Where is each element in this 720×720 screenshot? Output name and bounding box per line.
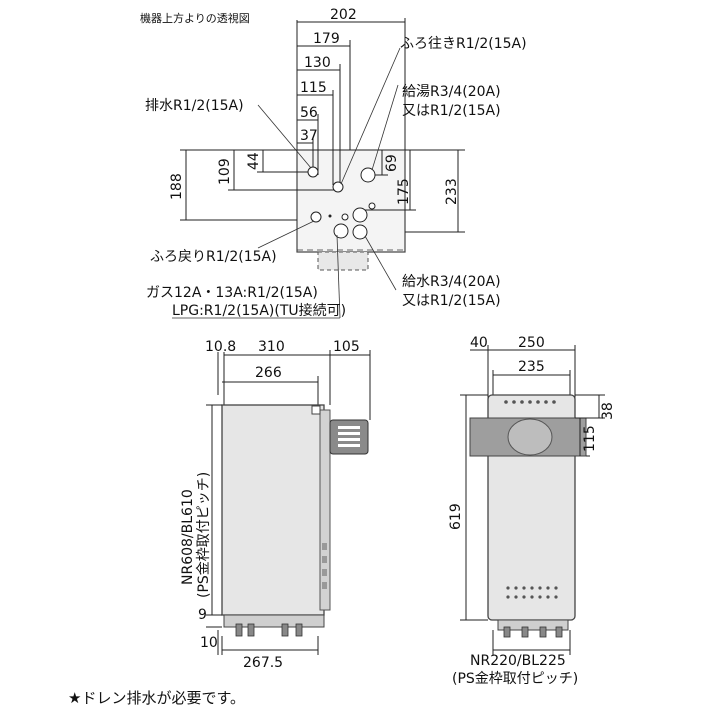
hot-water-label-1: 給湯R3/4(20A) — [402, 83, 501, 100]
top-view-caption: 機器上方よりの透視図 — [140, 11, 250, 25]
dim-130: 130 — [304, 55, 331, 71]
dim-266: 266 — [255, 365, 282, 381]
side-view-vents — [322, 543, 327, 589]
drain-port-marker — [307, 166, 319, 178]
dim-38: 38 — [600, 402, 616, 420]
front-fitting-3 — [539, 626, 547, 638]
front-pitch-sub: (PS金枠取付ピッチ) — [452, 671, 578, 687]
front-exhaust-cap — [507, 418, 553, 456]
side-view-front-panel — [319, 409, 331, 611]
bath-return-port-marker — [310, 211, 322, 223]
top-bracket — [311, 405, 321, 415]
dim-115: 115 — [582, 425, 598, 452]
center-mark — [341, 213, 349, 221]
top-view-vertical-dims-left: 188 109 44 — [169, 149, 335, 221]
dim-105: 105 — [333, 339, 360, 355]
footnote: ★ドレン排水が必要です。 — [68, 689, 245, 707]
side-pitch-label: NR608/BL610 — [180, 489, 196, 585]
gas-port-marker — [333, 223, 349, 239]
dim-10-8: 10.8 — [205, 339, 236, 355]
dim-188: 188 — [169, 173, 185, 200]
bath-out-label: ふろ往きR1/2(15A) — [400, 36, 527, 52]
dim-109: 109 — [217, 158, 233, 185]
dim-179: 179 — [313, 31, 340, 47]
front-fitting-1 — [503, 626, 511, 638]
dim-267-5: 267.5 — [243, 655, 283, 671]
top-view-leaders — [257, 47, 401, 319]
exhaust-hood — [329, 419, 369, 455]
dim-9: 9 — [198, 607, 207, 623]
front-bottom-fittings — [497, 619, 569, 631]
top-view-ports — [307, 166, 376, 240]
front-view: 40 250 235 — [448, 335, 616, 687]
front-pitch-label: NR220/BL225 — [470, 653, 566, 669]
front-top-vent-holes — [504, 400, 556, 404]
dim-44: 44 — [246, 152, 262, 170]
top-view-vertical-dims-right: 69 175 233 — [365, 149, 465, 233]
dim-10: 10 — [200, 635, 218, 651]
dim-115: 115 — [300, 80, 327, 96]
dim-202: 202 — [330, 7, 357, 23]
dim-233: 233 — [444, 178, 460, 205]
front-fitting-4 — [555, 626, 563, 638]
dim-56: 56 — [300, 105, 318, 121]
side-fitting-3 — [281, 623, 289, 637]
gas-label-2: LPG:R1/2(15A)(TU接続可) — [172, 302, 346, 319]
side-fitting-4 — [295, 623, 303, 637]
dim-619: 619 — [448, 503, 464, 530]
dim-37: 37 — [300, 128, 318, 144]
front-fitting-2 — [521, 626, 529, 638]
cold-water-port-marker — [352, 207, 368, 223]
hot-water-port-marker — [360, 167, 376, 183]
cold-water-label-1: 給水R3/4(20A) — [402, 274, 501, 290]
side-pitch-sub: (PS金枠取付ピッチ) — [196, 472, 212, 598]
drain-label: 排水R1/2(15A) — [145, 98, 244, 114]
side-fitting-1 — [235, 623, 243, 637]
bath-return-label: ふろ戻りR1/2(15A) — [150, 249, 277, 265]
small-port-marker — [368, 202, 376, 210]
dim-235: 235 — [518, 359, 545, 375]
exhaust-grille — [338, 426, 360, 447]
bath-out-port-marker — [332, 181, 344, 193]
datum-dot — [328, 214, 332, 218]
gas-label-1: ガス12A・13A:R1/2(15A) — [146, 285, 318, 301]
top-view-unit-bottom — [317, 251, 369, 271]
cold-water-label-2: 又はR1/2(15A) — [402, 293, 501, 309]
side-fitting-2 — [247, 623, 255, 637]
top-view-horizontal-dims: 202 179 130 115 56 37 — [296, 7, 406, 185]
dim-310: 310 — [258, 339, 285, 355]
cold-water-port-ring — [352, 224, 368, 240]
side-view-body — [221, 404, 325, 616]
dim-69: 69 — [384, 154, 400, 172]
dim-175: 175 — [396, 178, 412, 205]
front-bottom-vent-holes — [506, 586, 558, 599]
top-view: 機器上方よりの透視図 202 179 130 115 56 37 — [140, 7, 527, 319]
dim-40: 40 — [470, 335, 488, 351]
dim-250: 250 — [518, 335, 545, 351]
side-view: 10.8 310 105 266 — [180, 339, 371, 671]
hot-water-label-2: 又はR1/2(15A) — [402, 103, 501, 119]
